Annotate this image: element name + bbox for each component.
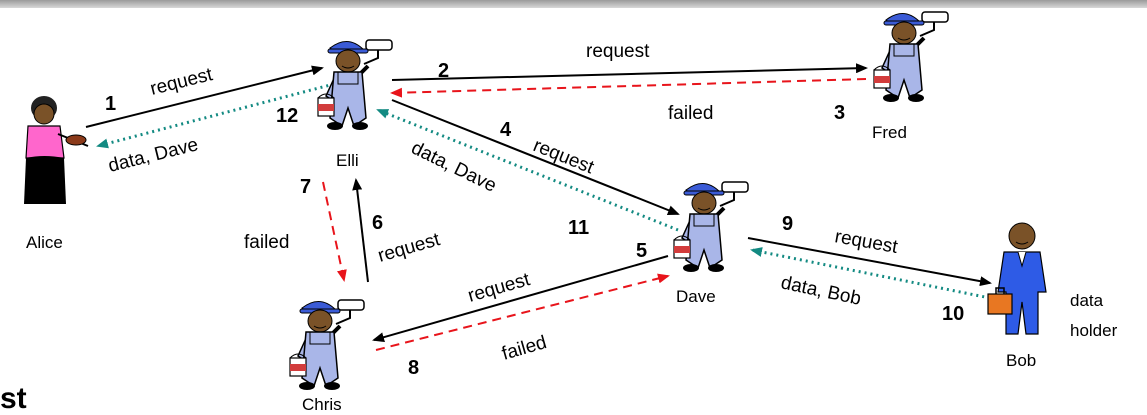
arrow-9-request (747, 237, 992, 287)
arrow-10-data (750, 247, 991, 300)
dave-figure (672, 180, 750, 274)
arrow-11-data (376, 108, 679, 232)
label-1: request (148, 64, 215, 100)
label-5: request (466, 269, 533, 307)
step-10: 10 (942, 303, 964, 325)
step-12: 12 (276, 105, 298, 127)
arrow-6-request (352, 178, 369, 283)
arrow-7-failed (322, 181, 347, 282)
arrow-4-request (391, 99, 680, 215)
step-7: 7 (300, 176, 311, 198)
label-11: data, Dave (408, 138, 500, 197)
label-2: request (586, 41, 650, 62)
name-alice: Alice (26, 233, 63, 252)
step-4: 4 (500, 119, 512, 141)
name-chris: Chris (302, 395, 342, 414)
step-11: 11 (568, 217, 589, 239)
name-fred: Fred (872, 123, 907, 142)
step-1: 1 (105, 93, 116, 115)
label-3: failed (668, 103, 713, 124)
fred-figure (872, 10, 950, 104)
alice-figure (24, 96, 89, 204)
label-12: data, Dave (106, 134, 200, 177)
step-5: 5 (636, 240, 647, 262)
name-bob: Bob (1006, 351, 1036, 370)
step-6: 6 (372, 212, 383, 234)
label-10: data, Bob (779, 272, 863, 309)
top-bar (0, 0, 1147, 8)
arrow-3-failed (390, 78, 867, 98)
elli-figure (316, 38, 394, 132)
step-8: 8 (408, 357, 419, 379)
bottom-text: st (0, 382, 27, 415)
bob-figure (987, 222, 1047, 335)
arrow-8-failed (375, 273, 670, 351)
step-2: 2 (438, 60, 449, 82)
chris-figure (288, 298, 366, 392)
bob-role-line2: holder (1070, 321, 1118, 340)
step-9: 9 (782, 213, 793, 235)
label-4: request (530, 135, 597, 178)
arrow-2-request (391, 63, 868, 81)
name-dave: Dave (676, 287, 716, 306)
label-8: failed (500, 332, 549, 365)
name-elli: Elli (336, 151, 359, 170)
arrow-5-request (372, 255, 669, 343)
label-6: request (376, 229, 443, 267)
arrow-1-request (85, 65, 324, 128)
bob-role-line1: data (1070, 291, 1104, 310)
label-7: failed (244, 232, 289, 253)
step-3: 3 (834, 102, 845, 124)
label-9: request (833, 226, 900, 258)
